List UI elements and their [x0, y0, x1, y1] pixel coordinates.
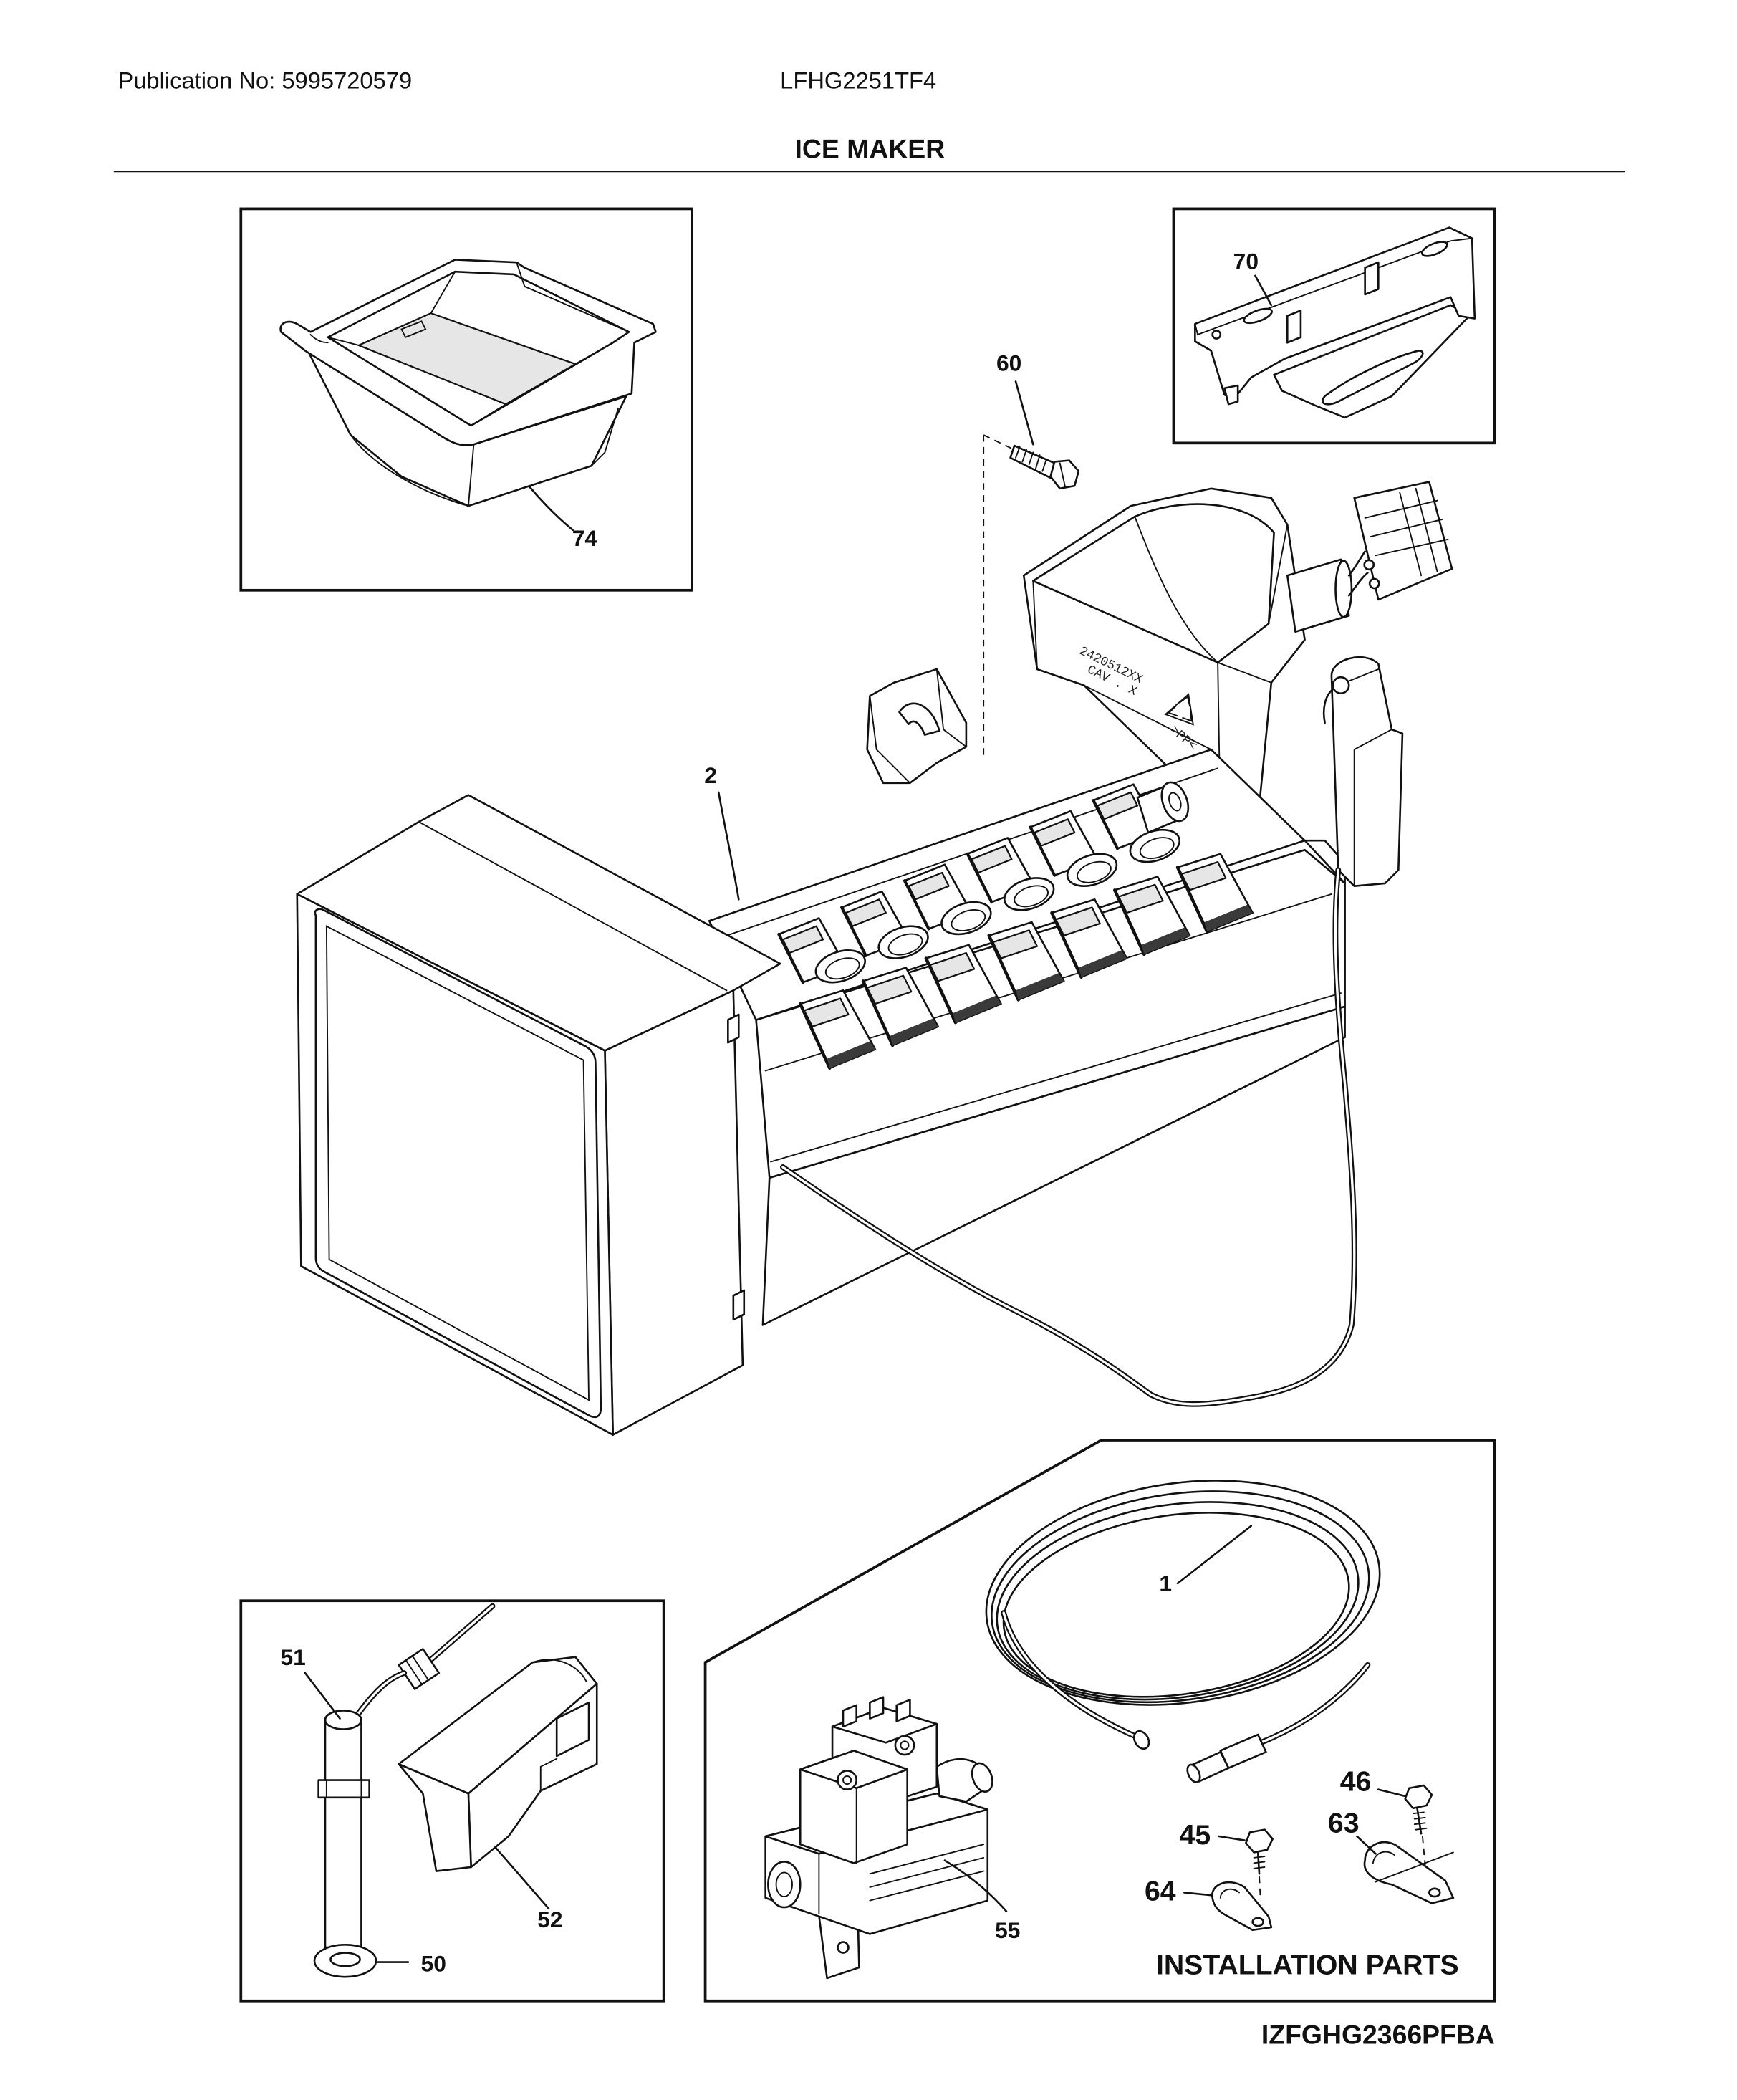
water-valve-drawing	[764, 1696, 1008, 1980]
bracket-panel: 70	[1172, 207, 1496, 445]
callout-52: 52	[537, 1907, 562, 1932]
leader-46	[1377, 1788, 1406, 1798]
callout-51: 51	[280, 1644, 305, 1670]
callout-60: 60	[996, 350, 1021, 375]
leader-45	[1218, 1835, 1246, 1841]
screw-60-drawing	[983, 380, 1080, 757]
leader-52	[494, 1846, 550, 1910]
ice-maker-assembly: 2420512XX CAV . X >PP<	[296, 481, 1453, 1436]
fill-tube-frame	[239, 1599, 665, 2003]
page-header: Publication No: 5995720579 LFHG2251TF4 I…	[113, 67, 1625, 173]
support-ear	[866, 668, 968, 785]
fill-cup: 2420512XX CAV . X >PP<	[1022, 487, 1306, 828]
ice-bin-panel: 74	[239, 207, 693, 592]
callout-2: 2	[704, 762, 717, 788]
recycle-triangle-icon	[1164, 693, 1194, 726]
callout-45: 45	[1180, 1819, 1211, 1851]
ejector-shaft	[1136, 781, 1190, 834]
callout-1: 1	[1159, 1571, 1172, 1596]
leader-64	[1183, 1892, 1213, 1897]
callout-55: 55	[995, 1917, 1020, 1943]
harness-connector	[1286, 481, 1453, 633]
callout-74: 74	[572, 525, 598, 551]
leader-55	[943, 1859, 1008, 1912]
leader-2	[717, 791, 740, 901]
wire-harness	[780, 867, 1357, 1407]
mounting-bracket-drawing	[1194, 226, 1476, 419]
fill-tube-drawing	[304, 1603, 496, 1949]
installation-parts-label: INSTALLATION PARTS	[1156, 1949, 1459, 1980]
publication-number: Publication No: 5995720579	[117, 67, 412, 93]
diagram-title: ICE MAKER	[795, 133, 946, 163]
fill-tube-cover-drawing	[398, 1656, 598, 1910]
callout-64: 64	[1145, 1876, 1176, 1907]
leader-70	[1254, 274, 1273, 307]
control-housing	[296, 794, 781, 1436]
leader-60	[1014, 380, 1034, 446]
shutoff-arm	[1322, 656, 1404, 887]
leader-1	[1176, 1525, 1253, 1585]
installation-parts-panel: 1 55	[703, 1439, 1496, 2003]
installation-parts-frame	[703, 1439, 1496, 2003]
clamp-64-drawing	[1183, 1881, 1273, 1932]
screw-46-drawing	[1377, 1784, 1433, 1866]
water-line-coil-drawing	[985, 1480, 1381, 1783]
callout-70: 70	[1233, 248, 1259, 274]
screw-45-drawing	[1218, 1828, 1274, 1901]
grommet-drawing	[313, 1943, 410, 1978]
diagram-code: IZFGHG2366PFBA	[1261, 2020, 1495, 2050]
callout-46: 46	[1340, 1765, 1372, 1797]
ice-mold	[708, 748, 1346, 1326]
callout-63: 63	[1328, 1807, 1360, 1838]
callout-50: 50	[421, 1951, 446, 1977]
ice-bin-frame	[239, 207, 693, 592]
leader-63	[1356, 1835, 1377, 1855]
fill-tube-panel: 51 52 50	[239, 1599, 665, 2003]
leader-74	[529, 486, 574, 532]
leader-51	[304, 1672, 341, 1720]
bracket-frame	[1172, 207, 1496, 445]
ice-bin-drawing	[279, 259, 657, 532]
model-number: LFHG2251TF4	[780, 67, 936, 93]
clamp-63-drawing	[1356, 1835, 1455, 1904]
